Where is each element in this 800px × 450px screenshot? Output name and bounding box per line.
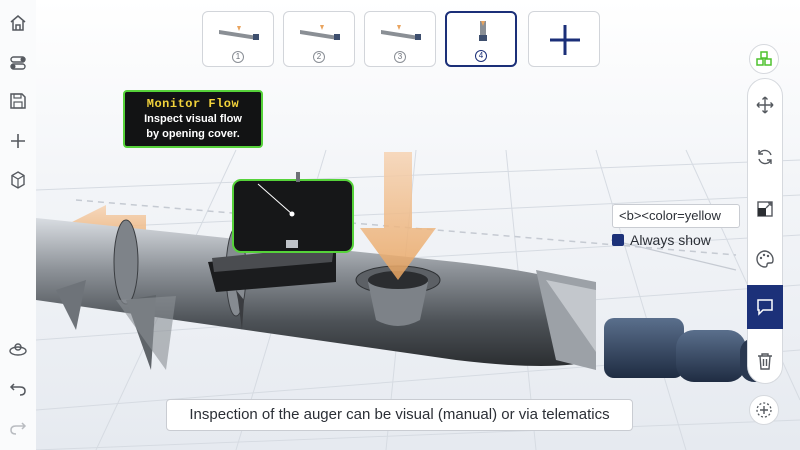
callout-body-line-1: Inspect visual flow <box>144 113 242 125</box>
plus-icon <box>550 25 580 55</box>
move-tool-button[interactable] <box>748 85 782 125</box>
toggle-icon <box>10 56 26 70</box>
auger-tube[interactable] <box>36 218 596 366</box>
add-button[interactable] <box>5 128 31 154</box>
trash-icon <box>758 353 772 370</box>
flow-arrow-down <box>360 152 436 280</box>
auger-scene[interactable] <box>36 0 800 450</box>
highlighted-cover-panel[interactable] <box>232 172 354 253</box>
label-text-input[interactable]: <b><color=yellow <box>612 204 740 228</box>
palette-icon <box>756 250 774 268</box>
step-thumbnail-2[interactable]: 2 <box>283 11 355 67</box>
cubes-icon <box>756 51 772 66</box>
callout-title: Monitor Flow <box>146 97 240 111</box>
add-step-button[interactable] <box>528 11 600 67</box>
redo-button[interactable] <box>5 414 31 440</box>
auger-vertical-thumbnail-icon <box>479 21 487 41</box>
color-tool-button[interactable] <box>748 239 782 279</box>
auger-thumbnail-icon <box>381 25 421 40</box>
home-icon <box>10 15 26 31</box>
toggle-button[interactable] <box>5 50 31 76</box>
step-number: 4 <box>475 50 487 62</box>
move-3d-icon <box>11 171 25 189</box>
step-number: 1 <box>232 51 244 63</box>
undo-button[interactable] <box>5 375 31 401</box>
save-icon <box>10 93 26 109</box>
orbit-view-icon <box>9 343 27 356</box>
auger-thumbnail-icon <box>219 26 259 40</box>
always-show-checkbox[interactable]: Always show <box>612 232 711 248</box>
left-toolbar <box>0 0 36 450</box>
home-button[interactable] <box>5 10 31 36</box>
step-thumbnail-3[interactable]: 3 <box>364 11 436 67</box>
undo-icon <box>9 383 26 396</box>
step-number: 2 <box>313 51 325 63</box>
redo-icon <box>10 422 27 435</box>
step-thumbnail-1[interactable]: 1 <box>202 11 274 67</box>
orbit-view-button[interactable] <box>5 336 31 362</box>
annotation-tool-button[interactable] <box>747 285 783 329</box>
checkbox-checked-icon <box>612 234 624 246</box>
step-thumbnail-4[interactable]: 4 <box>445 11 517 67</box>
move-3d-button[interactable] <box>5 167 31 193</box>
move-arrows-icon <box>756 96 774 114</box>
callout-body-line-2: by opening cover. <box>146 128 240 140</box>
add-icon <box>11 134 25 148</box>
auger-thumbnail-icon <box>300 25 340 40</box>
monitor-flow-callout[interactable]: Monitor Flow Inspect visual flow by open… <box>123 90 263 148</box>
delete-tool-button[interactable] <box>748 341 782 381</box>
always-show-label: Always show <box>630 232 711 248</box>
scale-tool-button[interactable] <box>748 189 782 229</box>
right-toolbar <box>747 78 783 384</box>
add-point-icon <box>756 402 772 418</box>
components-button[interactable] <box>749 44 779 74</box>
rotate-icon <box>758 149 772 165</box>
step-number: 3 <box>394 51 406 63</box>
scale-icon <box>757 201 773 217</box>
step-caption: Inspection of the auger can be visual (m… <box>166 399 633 431</box>
save-button[interactable] <box>5 88 31 114</box>
comment-icon <box>757 299 773 316</box>
rotate-tool-button[interactable] <box>748 137 782 177</box>
add-point-button[interactable] <box>749 395 779 425</box>
